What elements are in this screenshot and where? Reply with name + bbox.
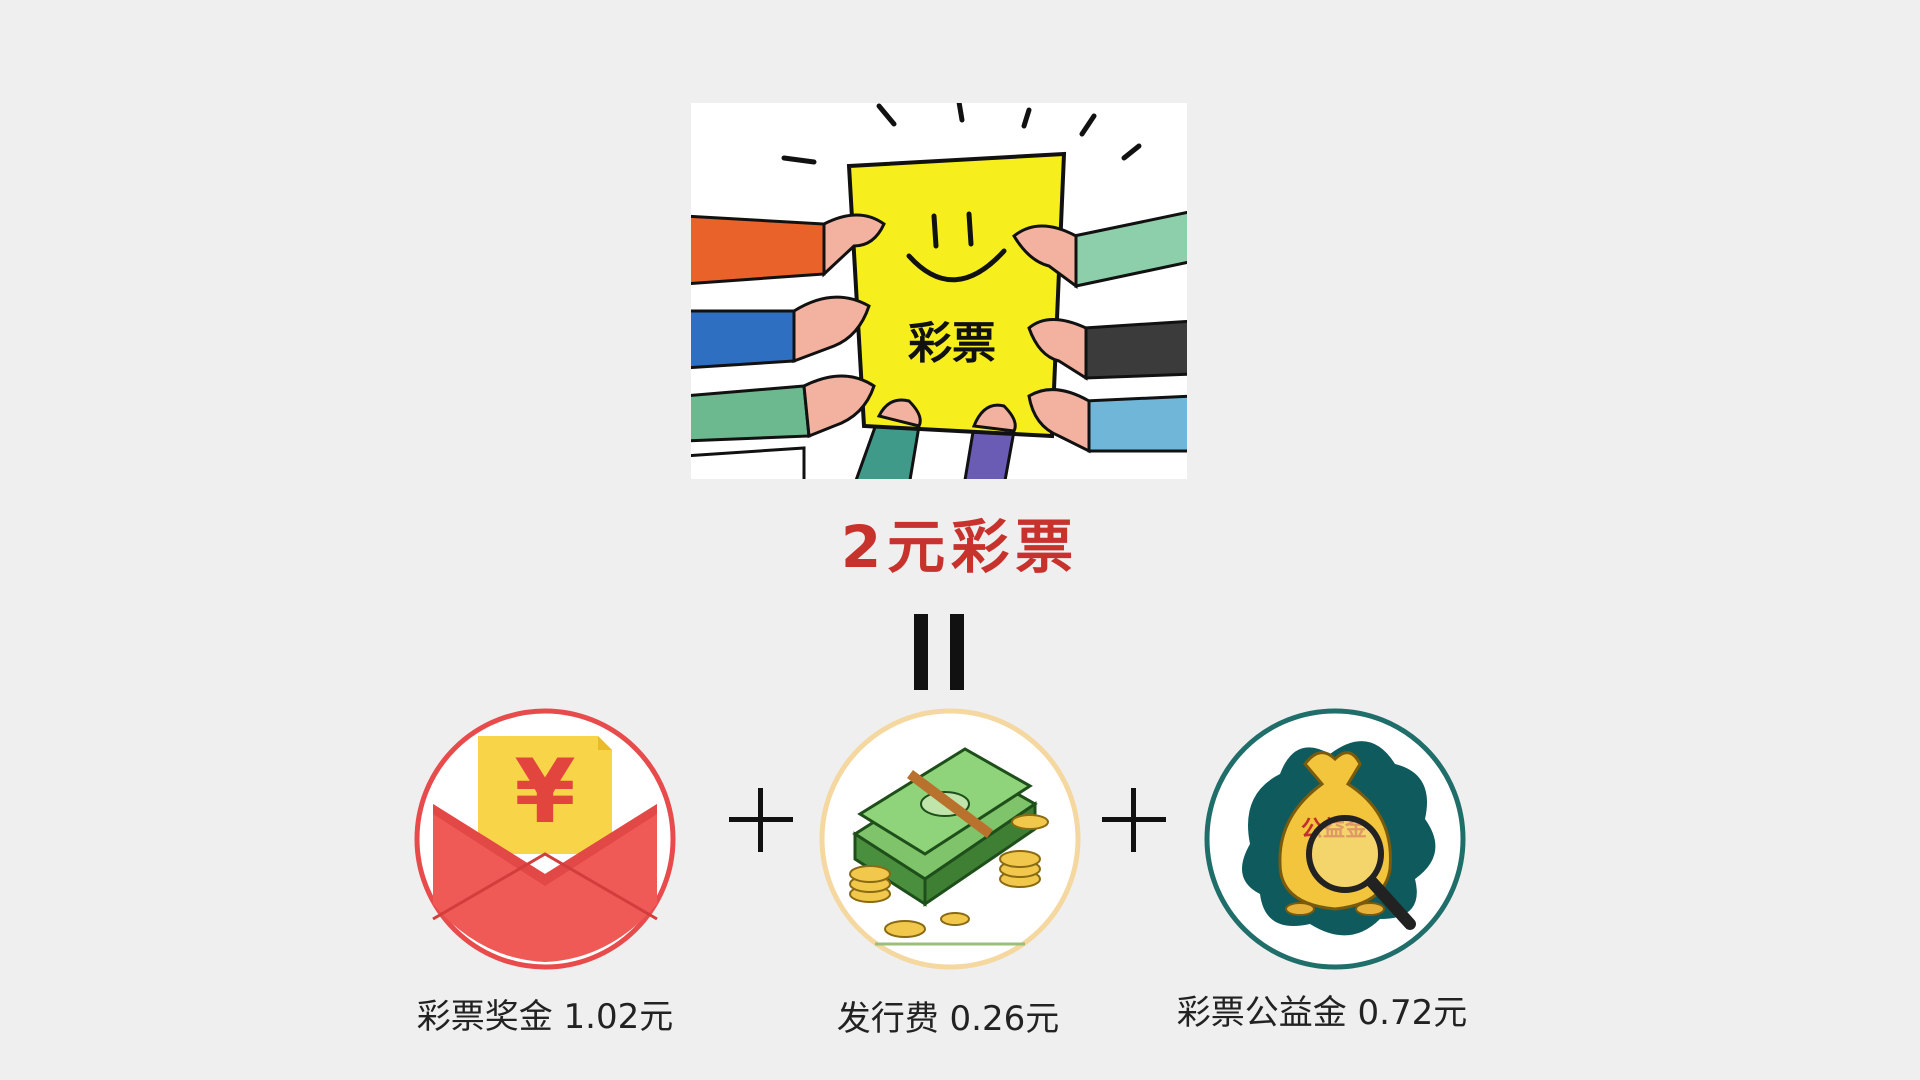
plus-sign-1 <box>729 788 793 852</box>
equals-bar-left <box>914 614 928 690</box>
prize-money-caption: 彩票奖金 1.02元 <box>416 997 674 1037</box>
issuance-fee-caption: 发行费 0.26元 <box>836 999 1060 1039</box>
plus-sign-2 <box>1102 788 1166 852</box>
lottery-ticket-illustration: 彩票 <box>684 96 1194 486</box>
page-title: 2元彩票 <box>840 513 1080 581</box>
public-welfare-fund-caption: 彩票公益金 0.72元 <box>1176 993 1468 1033</box>
equals-bar-right <box>950 614 964 690</box>
equals-sign <box>914 614 964 690</box>
issuance-fee-icon <box>815 704 1085 974</box>
public-welfare-fund-icon: 公益金 <box>1200 704 1470 974</box>
ticket-label: 彩票 <box>908 318 996 369</box>
yuan-icon: ¥ <box>514 740 575 843</box>
prize-money-icon: ¥ <box>410 704 680 974</box>
